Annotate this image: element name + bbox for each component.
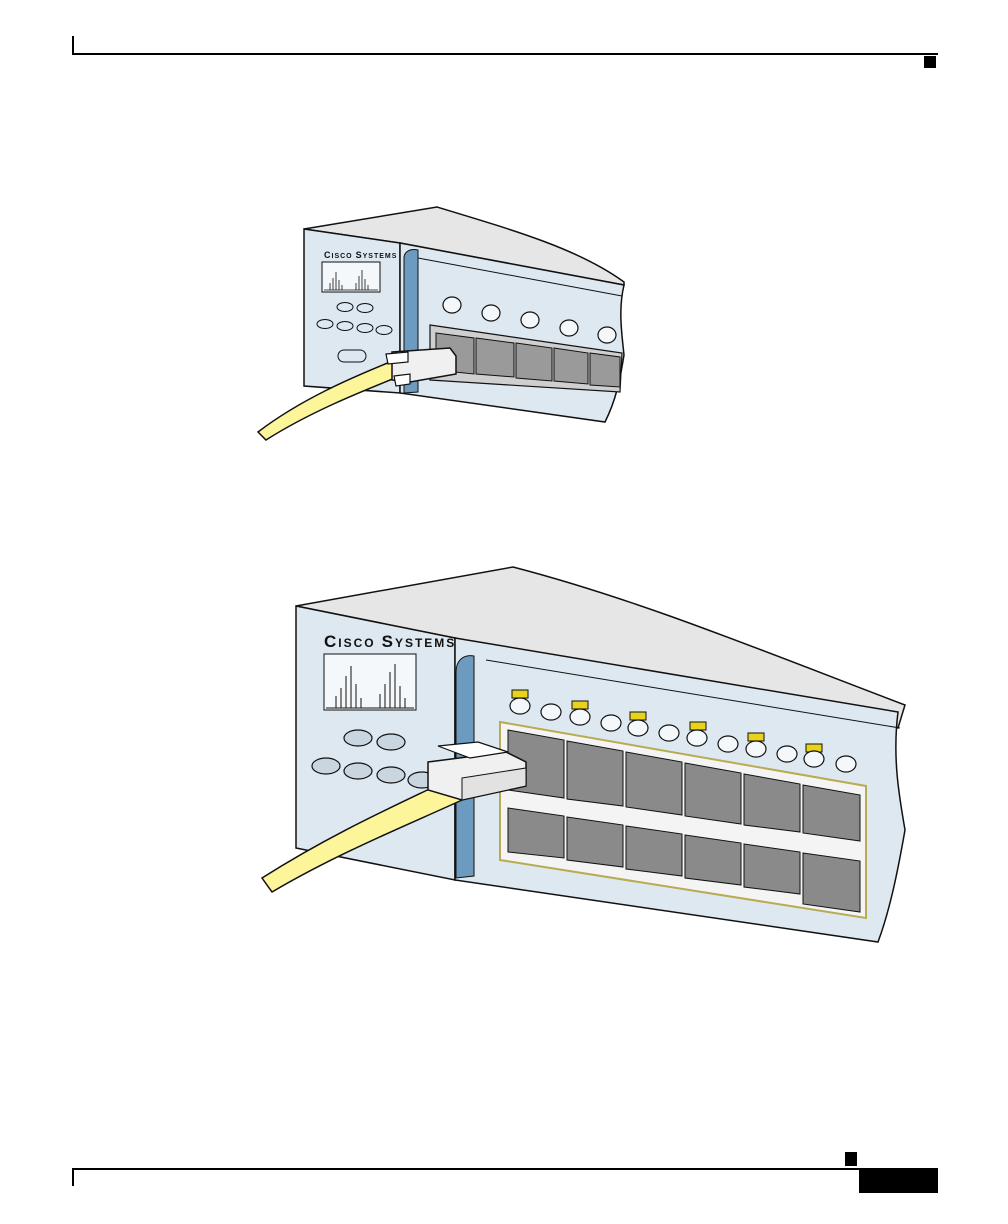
port	[508, 808, 564, 858]
port	[626, 752, 682, 815]
port	[803, 785, 860, 841]
port	[744, 844, 800, 894]
footer-marker	[845, 1152, 857, 1166]
footer-page-tab	[859, 1169, 938, 1193]
port	[685, 763, 741, 824]
port	[567, 741, 623, 806]
port	[744, 774, 800, 832]
port	[803, 853, 860, 912]
port	[626, 826, 682, 876]
port	[685, 835, 741, 885]
footer-rule	[72, 1168, 938, 1170]
footer-left-tick	[72, 1168, 74, 1186]
switch-large-logo-box	[324, 654, 416, 710]
port	[567, 817, 623, 867]
